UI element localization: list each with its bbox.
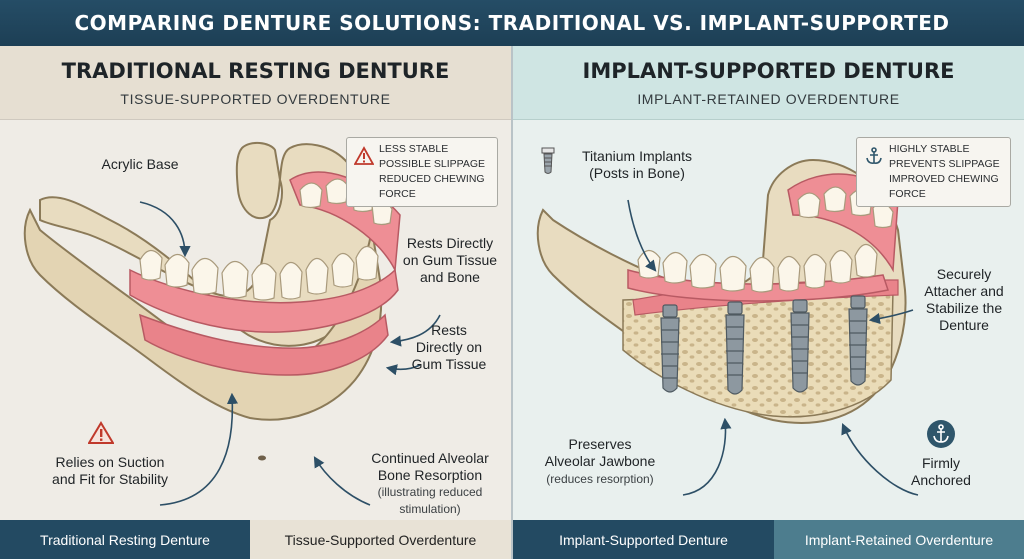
page-title: COMPARING DENTURE SOLUTIONS: TRADITIONAL… <box>74 11 950 35</box>
implant-denture-illustration <box>536 158 919 496</box>
bone-cross-section <box>622 289 894 418</box>
traditional-subheading: TISSUE-SUPPORTED OVERDENTURE <box>120 90 391 107</box>
preserves-arrow <box>682 417 732 496</box>
footer-implant-retained: Implant-Retained Overdenture <box>774 520 1024 559</box>
anchored-label: Firmly Anchored <box>911 455 971 488</box>
anchor-icon <box>866 147 882 164</box>
traditional-heading: TRADITIONAL RESTING DENTURE <box>61 58 450 83</box>
rests-tissue-bone-label: Rests Directly on Gum Tissue and Bone <box>402 235 498 285</box>
anchor-icon <box>927 420 955 448</box>
acrylic-base-arrow <box>139 201 191 258</box>
warning-icon <box>88 421 114 444</box>
resorption-label: Continued Alveolar Bone Resorption <box>371 450 489 483</box>
lower-gum <box>138 313 389 376</box>
acrylic-base-label: Acrylic Base <box>101 156 179 172</box>
gum-tissue-arrow <box>385 364 421 376</box>
footer-implant-supported: Implant-Supported Denture <box>513 520 774 559</box>
securely-label: Securely Attacher and Stabilize the Dent… <box>924 266 1004 333</box>
implants-arrow <box>627 199 657 272</box>
implant-subheading: IMPLANT-RETAINED OVERDENTURE <box>637 90 900 107</box>
resorption-note: (illustrating reduced stimulation) <box>377 485 483 516</box>
warning-icon <box>354 146 374 165</box>
suction-label: Relies on Suction and Fit for Stability <box>52 454 168 487</box>
implant-icon <box>541 147 555 174</box>
footer-traditional: Traditional Resting Denture <box>0 520 250 559</box>
implant-panel: IMPLANT-SUPPORTED DENTURE IMPLANT-RETAIN… <box>513 46 1024 520</box>
preserves-label: Preserves Alveolar Jawbone <box>544 436 656 469</box>
anchored-arrow <box>841 422 919 496</box>
implant-post <box>848 295 868 386</box>
title-bar: COMPARING DENTURE SOLUTIONS: TRADITIONAL… <box>0 0 1024 46</box>
rests-tissue-label: Rests Directly on Gum Tissue <box>411 322 487 372</box>
suction-arrow <box>159 392 239 506</box>
preserves-note: (reduces resorption) <box>546 472 654 486</box>
implants-label: Titanium Implants (Posts in Bone) <box>582 148 692 181</box>
panel-divider <box>511 46 513 559</box>
traditional-panel: TRADITIONAL RESTING DENTURE TISSUE-SUPPO… <box>0 46 511 520</box>
denture-base <box>129 268 399 333</box>
traditional-alert-box: LESS STABLE POSSIBLE SLIPPAGE REDUCED CH… <box>346 137 498 207</box>
denture-teeth <box>637 186 894 293</box>
footer-tissue-supported: Tissue-Supported Overdenture <box>250 520 511 559</box>
resorption-arrow <box>313 456 371 506</box>
implant-post <box>660 304 680 393</box>
traditional-header: TRADITIONAL RESTING DENTURE TISSUE-SUPPO… <box>0 46 511 120</box>
implant-post <box>725 301 745 395</box>
implant-heading: IMPLANT-SUPPORTED DENTURE <box>582 58 955 83</box>
titanium-implants <box>660 295 868 395</box>
securely-arrow <box>868 309 914 325</box>
implant-post <box>790 299 810 393</box>
tissue-bone-arrow <box>389 314 441 347</box>
implant-header: IMPLANT-SUPPORTED DENTURE IMPLANT-RETAIN… <box>513 46 1024 120</box>
implant-alert-box: HIGHLY STABLE PREVENTS SLIPPAGE IMPROVED… <box>856 137 1011 207</box>
